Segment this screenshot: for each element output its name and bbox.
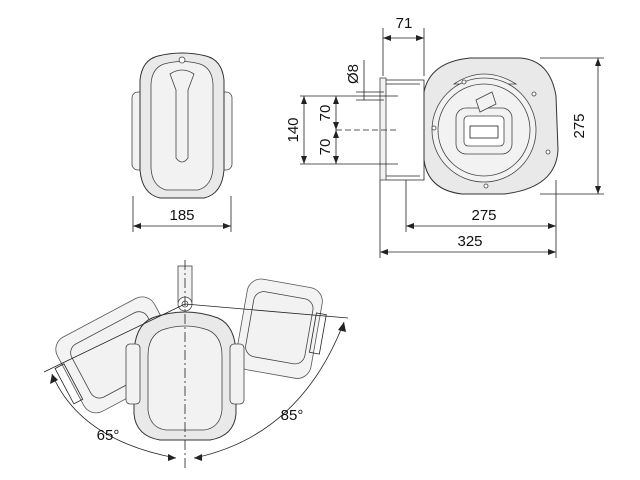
arc-right xyxy=(193,321,345,459)
overall-width-label: 325 xyxy=(457,233,482,250)
screw-hole-3 xyxy=(545,149,551,155)
screw-hole-4 xyxy=(483,183,489,189)
front-width-label: 185 xyxy=(169,207,194,224)
bracket-depth-label: 71 xyxy=(396,15,413,32)
side-view: 71 Ø8 140 70 70 275 275 xyxy=(285,15,604,258)
hole-spacing-upper-label: 70 xyxy=(317,105,334,122)
screw-hole-5 xyxy=(431,125,437,131)
right-swivel-angle-label: 85° xyxy=(281,407,304,424)
hole-spacing-lower-label: 70 xyxy=(317,139,334,156)
left-swivel-angle-label: 65° xyxy=(97,427,120,444)
hole-spacing-total-label: 140 xyxy=(285,117,302,142)
side-height-label: 275 xyxy=(571,113,588,138)
reel-label-window xyxy=(463,115,505,147)
reel-guide-arm xyxy=(475,91,497,113)
swivel-right-unit xyxy=(235,278,327,379)
reel-label-inner xyxy=(469,125,499,139)
front-view: 185 xyxy=(131,52,233,232)
front-hose-guide xyxy=(169,69,195,163)
swivel-view: 65° 85° xyxy=(43,260,349,470)
screw-hole-1 xyxy=(461,79,467,85)
front-guide-bolt xyxy=(178,56,186,64)
side-width-label: 275 xyxy=(471,207,496,224)
arc-left xyxy=(51,373,177,459)
wall-bracket-plate xyxy=(379,77,387,181)
screw-hole-2 xyxy=(531,91,537,97)
hole-diameter-label: Ø8 xyxy=(345,64,362,84)
